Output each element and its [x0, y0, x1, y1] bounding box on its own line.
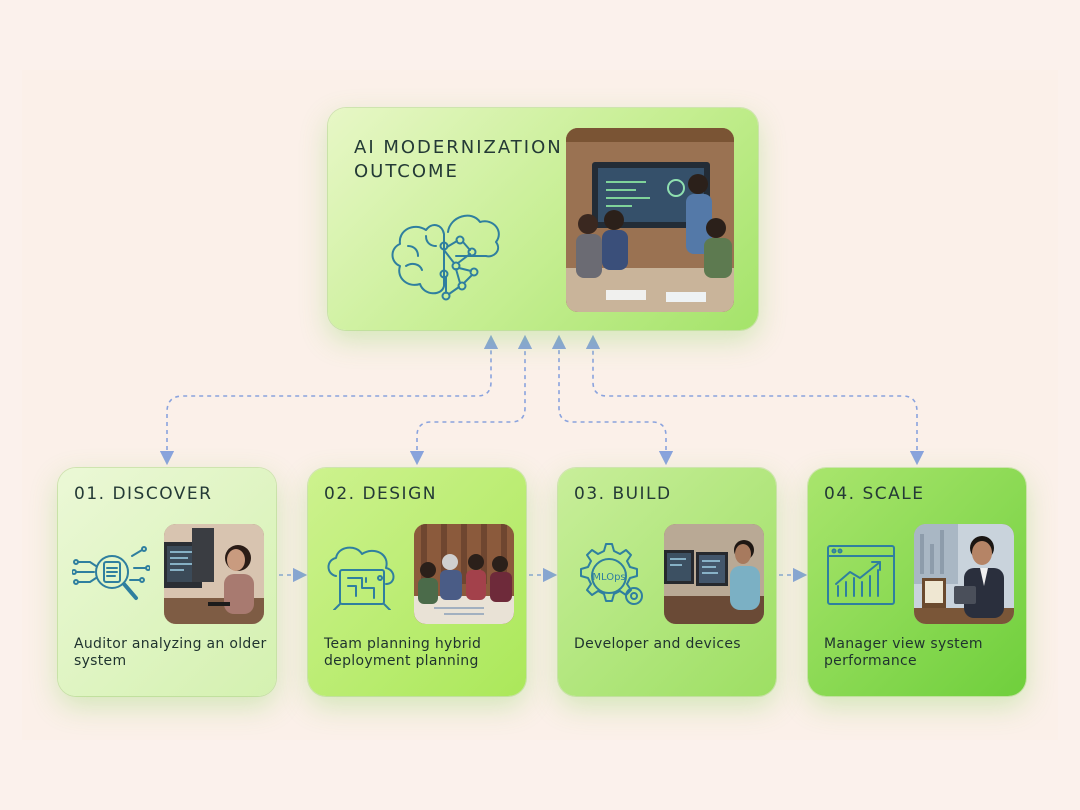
- step-caption: Manager view system performance: [824, 636, 983, 669]
- team-meeting-photo: [566, 128, 734, 312]
- connector-design-outcome: [409, 334, 533, 466]
- magnifier-document-icon: [72, 546, 150, 600]
- step-title: 02. DESIGN: [324, 484, 437, 504]
- step-title: 01. DISCOVER: [74, 484, 213, 504]
- connector-scale-outcome: [585, 334, 925, 466]
- mlops-label: MLOps: [592, 572, 625, 583]
- step-card-discover: 01. DISCOVER Auditor analyzing an older …: [58, 468, 276, 696]
- outcome-title: AI MODERNIZATION OUTCOME: [354, 137, 563, 182]
- connector-build-outcome: [551, 334, 674, 466]
- developer-at-desk-photo: [664, 524, 764, 624]
- step-caption: Developer and devices: [574, 636, 741, 652]
- growth-chart-window-icon: [827, 545, 895, 605]
- step-card-design: 02. DESIGN Team planning hybrid deployme…: [308, 468, 526, 696]
- step-caption: Auditor analyzing an older system: [74, 636, 267, 669]
- step-card-build: 03. BUILD MLOps Developer and devices: [558, 468, 776, 696]
- manager-with-tablet-photo: [914, 524, 1014, 624]
- team-planning-photo: [414, 524, 514, 624]
- outcome-card: AI MODERNIZATION OUTCOME: [328, 108, 758, 330]
- step-title: 04. SCALE: [824, 484, 925, 504]
- step-card-scale: 04. SCALE Manager view system performanc…: [808, 468, 1026, 696]
- step-caption: Team planning hybrid deployment planning: [324, 636, 482, 669]
- cloud-blueprint-icon: [327, 546, 395, 610]
- auditor-at-computer-photo: [164, 524, 264, 624]
- brain-cloud-network-icon: [391, 214, 500, 301]
- step-title: 03. BUILD: [574, 484, 672, 504]
- connector-discover-outcome: [159, 334, 499, 466]
- mlops-gear-icon: MLOps: [580, 543, 643, 605]
